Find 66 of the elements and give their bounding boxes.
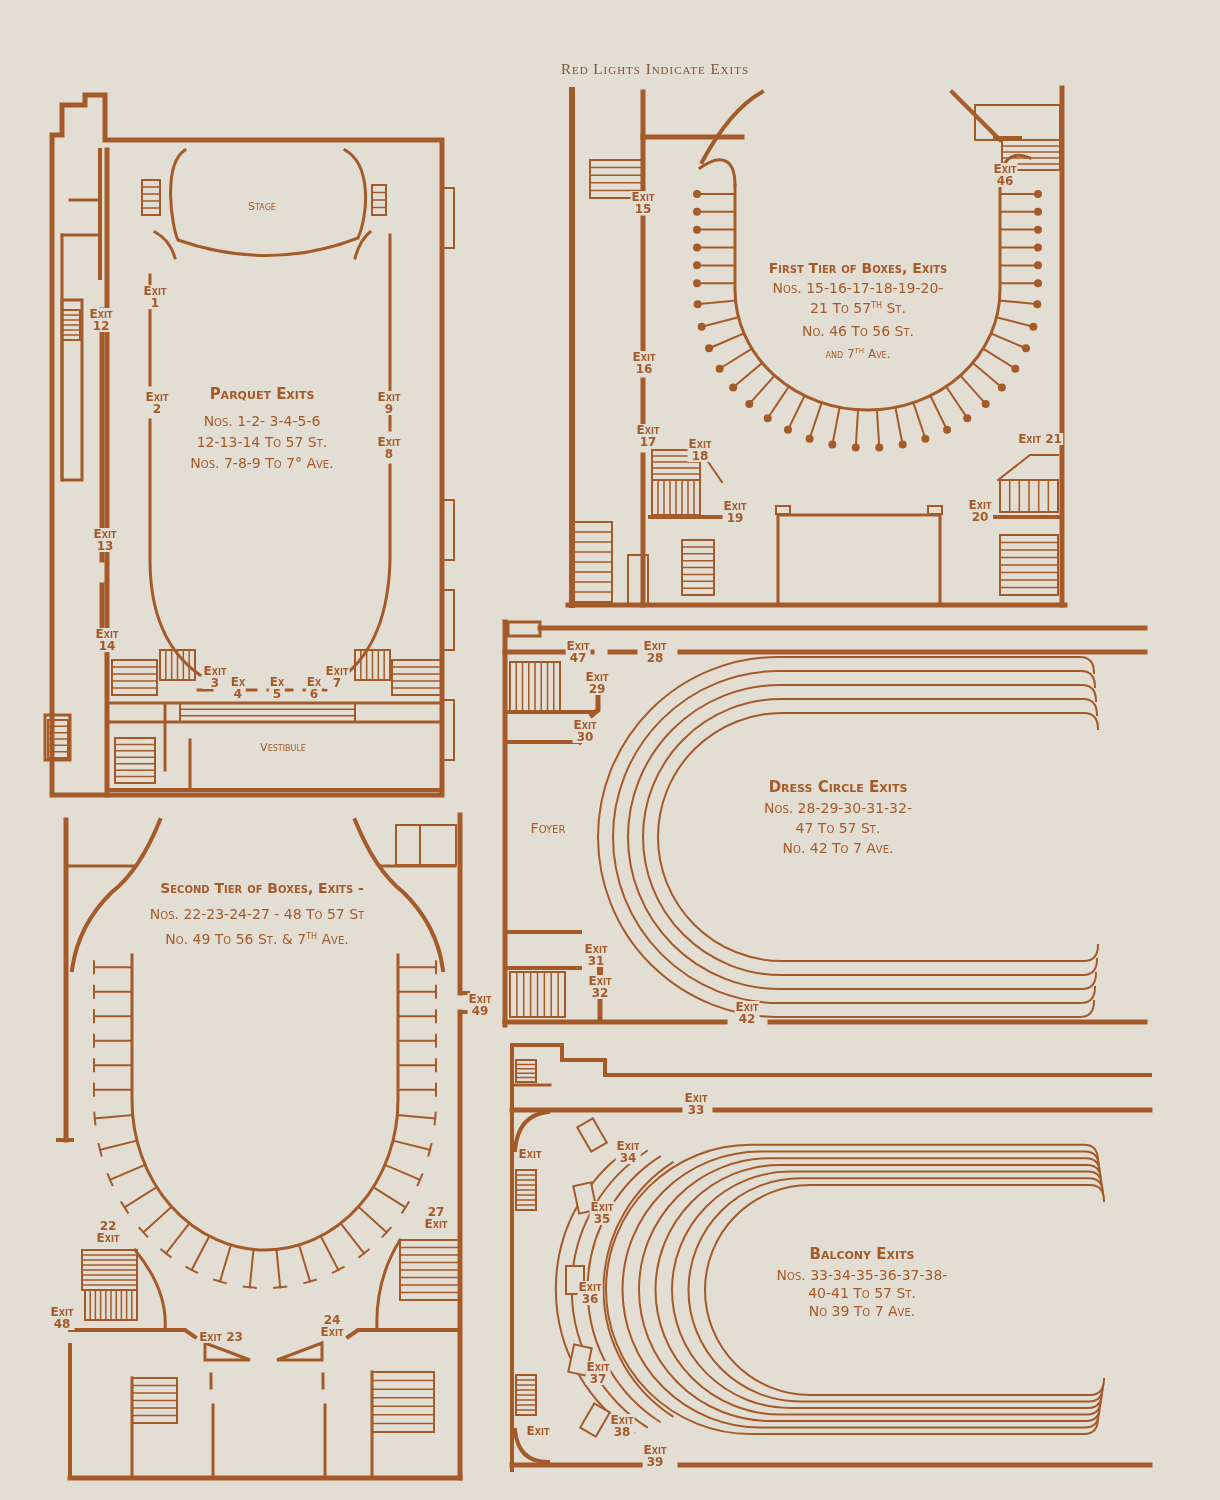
exit-label: 24 Exit	[319, 1314, 345, 1338]
exit-list: No. 42 To 7 Ave.	[782, 840, 894, 856]
exit-label: Exit 31	[583, 943, 609, 967]
room-label: Vestibule	[260, 742, 306, 754]
exit-list: Nos. 15-16-17-18-19-20-	[772, 280, 944, 296]
exit-label: Exit 17	[635, 424, 661, 448]
exit-label: Exit 32	[587, 975, 613, 999]
exit-list: Nos. 33-34-35-36-37-38-	[776, 1267, 948, 1283]
exit-label: Exit 34	[615, 1140, 641, 1164]
exit-list: 12-13-14 To 57 St.	[196, 434, 328, 450]
exit-label: Exit 7	[324, 665, 350, 689]
exit-label: Exit 37	[585, 1361, 611, 1385]
exit-label: Exit 16	[631, 351, 657, 375]
exit-label: Exit 12	[88, 308, 114, 332]
exit-label: Exit 49	[467, 993, 493, 1017]
exit-label: Exit 14	[94, 628, 120, 652]
page-title: Red Lights Indicate Exits	[560, 60, 750, 78]
plan-heading: Second Tier of Boxes, Exits -	[160, 880, 364, 896]
exit-list: and 7$^{th}$ Ave.	[825, 345, 891, 361]
exit-label: Ex 6	[305, 676, 323, 700]
exit-list: No. 46 To 56 St.	[801, 323, 915, 339]
room-label: Stage	[248, 201, 276, 213]
exit-label: Exit 46	[992, 163, 1018, 187]
exit-label: Exit 35	[589, 1201, 615, 1225]
exit-label: Ex 5	[268, 676, 286, 700]
exit-label: Exit 48	[49, 1306, 75, 1330]
exit-label: Ex 4	[229, 676, 247, 700]
room-label: Foyer	[530, 820, 566, 836]
exit-label: Exit 18	[687, 438, 713, 462]
exit-list: 21 To 57$^{th}$ St.	[810, 297, 906, 317]
exit-label: Exit 13	[92, 528, 118, 552]
plan-heading: First Tier of Boxes, Exits	[768, 260, 948, 276]
exit-list: No. 49 To 56 St. & 7$^{th}$ Ave.	[165, 928, 349, 948]
exit-label: Exit 39	[642, 1444, 668, 1468]
exit-label: Exit 15	[630, 191, 656, 215]
exit-list: Nos. 1-2- 3-4-5-6	[203, 413, 321, 429]
exit-label: Exit 29	[584, 671, 610, 695]
exit-label: Exit 36	[577, 1281, 603, 1305]
exit-label: Exit 42	[734, 1001, 760, 1025]
exit-list: 40-41 To 57 St.	[808, 1285, 916, 1301]
exit-list: Nos. 22-23-24-27 - 48 To 57 St	[149, 906, 365, 922]
exit-list: No 39 To 7 Ave.	[808, 1303, 916, 1319]
exit-label: Exit 8	[376, 436, 402, 460]
exit-label: 22 Exit	[95, 1220, 121, 1244]
exit-label: Exit 2	[144, 391, 170, 415]
exit-label: Exit 3	[202, 665, 228, 689]
exit-label: Exit 19	[722, 500, 748, 524]
exit-label: Exit 21	[1017, 433, 1063, 445]
plan-heading: Parquet Exits	[209, 387, 315, 403]
exit-label: Exit	[525, 1425, 551, 1437]
exit-label: Exit 9	[376, 391, 402, 415]
exit-list: Nos. 28-29-30-31-32-	[764, 800, 912, 816]
exit-label: Exit 28	[642, 640, 668, 664]
exit-label: Exit 33	[683, 1092, 709, 1116]
exit-label: Exit 30	[572, 719, 598, 743]
exit-label: Exit 47	[565, 640, 591, 664]
exit-label: Exit 1	[142, 285, 168, 309]
plan-heading: Balcony Exits	[809, 1247, 915, 1263]
exit-list: 47 To 57 St.	[795, 820, 881, 836]
exit-label: Exit	[517, 1148, 543, 1160]
exit-list: Nos. 7-8-9 To 7° Ave.	[190, 455, 334, 471]
exit-label: 27 Exit	[423, 1206, 449, 1230]
exit-label: Exit 20	[967, 499, 993, 523]
exit-label: Exit 23	[198, 1331, 244, 1343]
plan-heading: Dress Circle Exits	[768, 780, 908, 796]
exit-label: Exit 38	[609, 1414, 635, 1438]
